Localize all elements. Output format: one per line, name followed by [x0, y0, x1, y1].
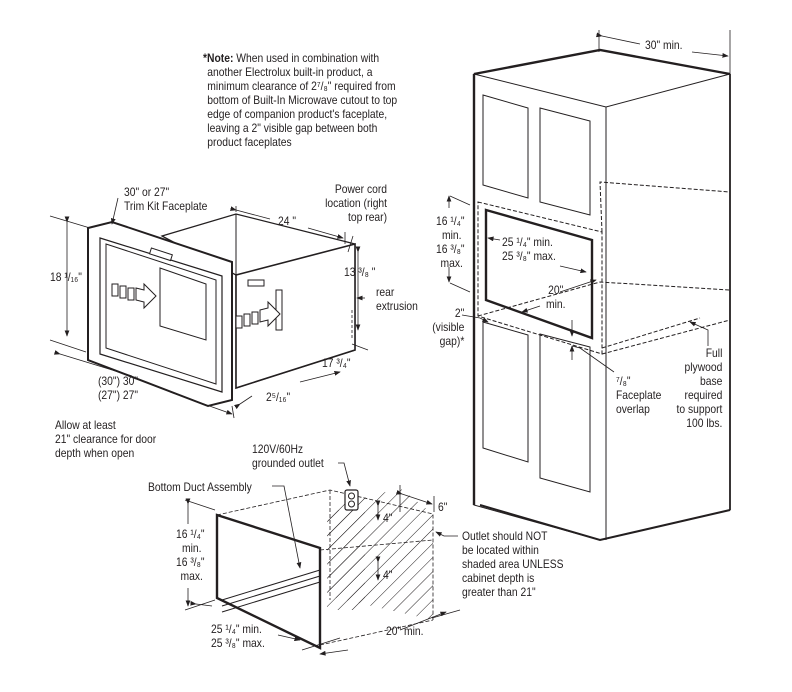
note-line: When used in combination with [233, 51, 380, 65]
dim-6-label: 6" [438, 500, 448, 514]
note-prefix: *Note: [203, 51, 234, 65]
rear-extrusion-label: rear extrusion [376, 285, 418, 313]
outlet-warning: Outlet should NOT be located within shad… [462, 529, 564, 599]
height-18-label: 18 ¹/₁₆" [50, 270, 82, 284]
dim-4-bottom-label: 4" [383, 568, 393, 582]
bottom-height-range: 16 ¹/₄" min. 16 ³/₈" max. [176, 527, 205, 583]
trim-kit-label: 30" or 27" Trim Kit Faceplate [124, 185, 208, 213]
depth-17-label: 17 ³/₄" [322, 356, 351, 370]
note-line: minimum clearance of 2⁷/₈" required from [207, 79, 396, 93]
power-cord-label: Power cord location (right top rear) [325, 182, 387, 224]
installation-note: *Note: When used in combination with ano… [203, 51, 397, 149]
bottom-width-range: 25 ¹/₄" min. 25 ³/₈" max. [211, 622, 265, 650]
bottom-duct-drawing [184, 462, 461, 656]
height-13-label: 13 ³/₈ " [344, 265, 376, 279]
cabinet-width-label: 30" min. [645, 38, 683, 52]
plywood-base-label: Full plywood base required to support 10… [676, 346, 722, 430]
faceplate-overlap-label: ⁷/₈" Faceplate overlap [616, 374, 662, 416]
note-line: leaving a 2" visible gap between both [207, 121, 378, 135]
note-line: edge of companion product's faceplate, [207, 107, 388, 121]
cabinet-height-range: 16 ¹/₄" min. 16 ³/₈" max. [436, 214, 465, 270]
cabinet-depth-label: 20" min. [546, 283, 566, 311]
dim-4-top-label: 4" [383, 511, 393, 525]
visible-gap-label: 2" (visible gap)* [431, 306, 464, 348]
thickness-label: 2⁵/₁₆" [266, 390, 291, 404]
duct-assembly-label: Bottom Duct Assembly [148, 480, 252, 494]
microwave-drawing [49, 197, 369, 419]
outlet-label: 120V/60Hz grounded outlet [252, 442, 324, 470]
note-line: another Electrolux built-in product, a [207, 65, 373, 79]
width-label: (30") 30" (27") 27" [98, 374, 139, 402]
note-line: bottom of Built-In Microwave cutout to t… [207, 93, 398, 107]
depth-24-label: 24 " [278, 214, 297, 228]
cabinet-width-range: 25 ¹/₄" min. 25 ³/₈" max. [502, 235, 556, 263]
bottom-depth-label: 20" min. [386, 624, 424, 638]
cabinet-drawing [446, 30, 731, 542]
note-line: product faceplates [207, 135, 292, 149]
door-clearance-label: Allow at least 21" clearance for door de… [55, 418, 157, 460]
